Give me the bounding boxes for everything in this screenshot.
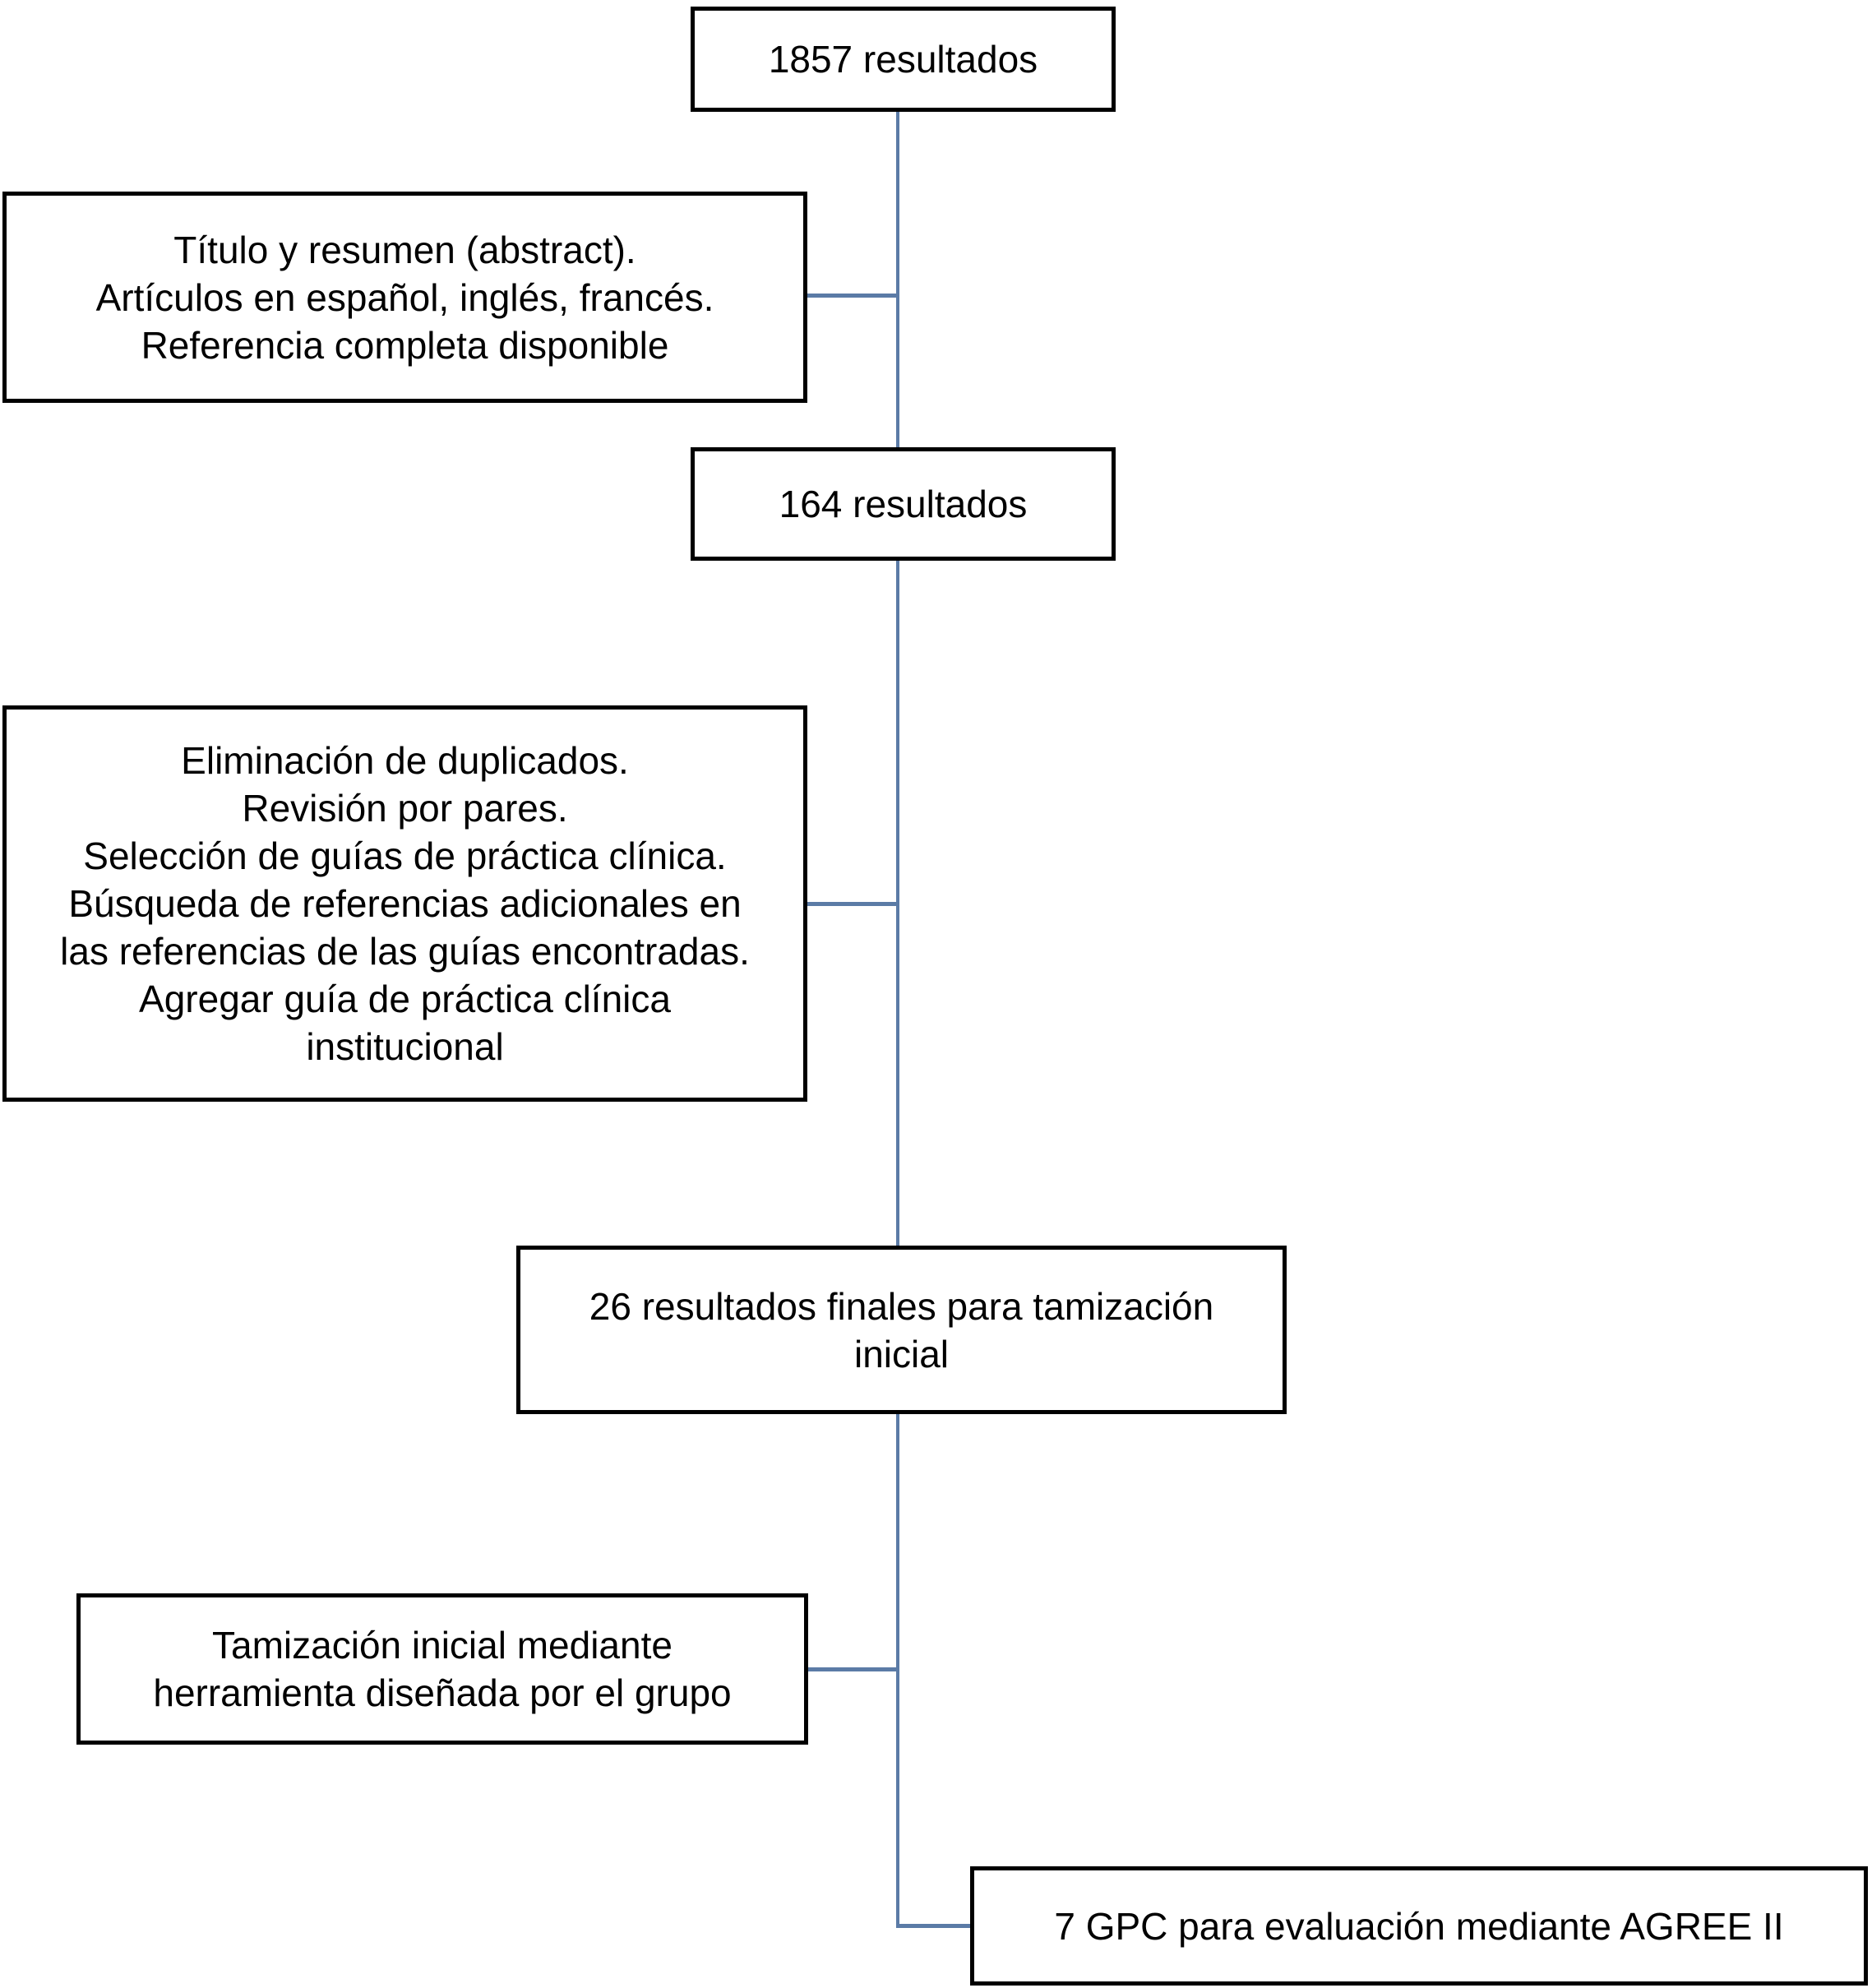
flow-box-results-7-gpc-label: 7 GPC para evaluación mediante AGREE II: [1054, 1904, 1784, 1948]
flow-box-results-164-label: 164 resultados: [779, 483, 1028, 525]
connector-stub-initial-tool: [804, 1667, 898, 1671]
flow-box-screen-title-abstract-label: Título y resumen (abstract). Artículos e…: [95, 228, 714, 367]
connector-main-vertical: [896, 112, 899, 1928]
flow-box-screen-duplicates-label: Eliminación de duplicados. Revisión por …: [60, 739, 750, 1068]
connector-stub-title-abstract: [804, 294, 898, 298]
flow-box-screen-initial-tool-label: Tamización inicial mediante herramienta …: [153, 1624, 732, 1714]
flow-box-results-26-initial-label: 26 resultados finales para tamización in…: [589, 1284, 1214, 1375]
flow-box-screen-initial-tool: Tamización inicial mediante herramienta …: [76, 1593, 808, 1745]
flow-box-results-7-gpc: 7 GPC para evaluación mediante AGREE II: [970, 1866, 1868, 1986]
flow-box-results-164: 164 resultados: [691, 447, 1116, 561]
flow-box-results-26-initial: 26 resultados finales para tamización in…: [516, 1246, 1287, 1414]
flow-box-screen-title-abstract: Título y resumen (abstract). Artículos e…: [2, 192, 807, 403]
connector-elbow-bottom: [896, 1924, 975, 1928]
flow-box-results-1857-label: 1857 resultados: [768, 38, 1038, 81]
flow-box-results-1857: 1857 resultados: [691, 7, 1116, 112]
flow-box-screen-duplicates: Eliminación de duplicados. Revisión por …: [2, 705, 807, 1102]
connector-stub-duplicates: [804, 902, 898, 906]
